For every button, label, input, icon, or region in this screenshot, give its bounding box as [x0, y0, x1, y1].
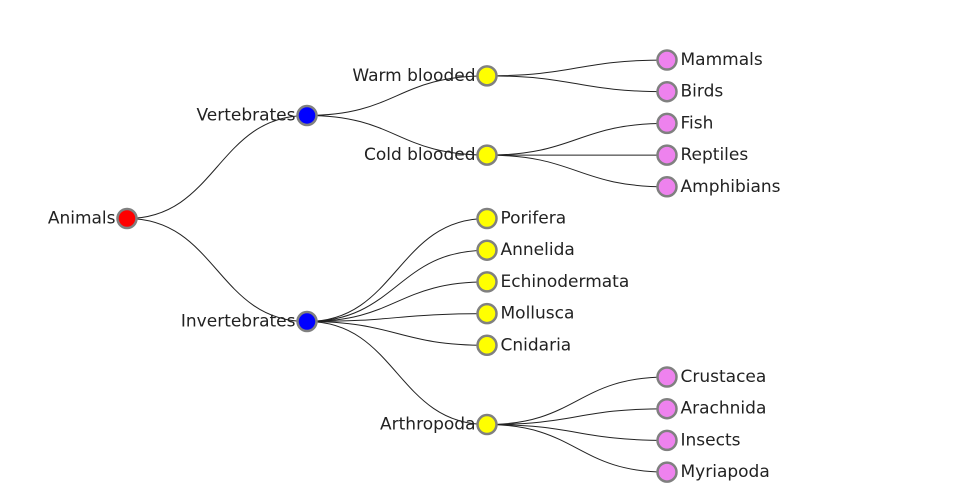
tree-links	[126, 59, 668, 473]
node-crustacea-marker[interactable]	[656, 366, 678, 388]
node-myriapoda[interactable]: Myriapoda	[656, 461, 770, 483]
node-annelida-marker[interactable]	[476, 239, 498, 261]
node-echinodermata[interactable]: Echinodermata	[476, 271, 630, 293]
node-porifera[interactable]: Porifera	[476, 207, 567, 230]
link-cold-blooded-to-amphibians	[486, 154, 668, 188]
node-mollusca[interactable]: Mollusca	[476, 302, 575, 325]
node-cold-blooded[interactable]: Cold blooded	[364, 144, 498, 166]
node-reptiles-label: Reptiles	[681, 145, 749, 165]
link-arthropoda-to-insects	[486, 424, 668, 441]
link-invertebrates-to-porifera	[306, 218, 488, 323]
node-animals[interactable]: Animals	[48, 207, 138, 230]
node-mammals-label: Mammals	[681, 50, 763, 70]
node-arthropoda[interactable]: Arthropoda	[380, 413, 498, 436]
node-crustacea[interactable]: Crustacea	[656, 366, 767, 388]
node-fish[interactable]: Fish	[656, 112, 714, 135]
node-annelida[interactable]: Annelida	[476, 239, 575, 261]
node-insects-label: Insects	[681, 430, 741, 450]
node-myriapoda-marker[interactable]	[656, 461, 678, 483]
node-reptiles[interactable]: Reptiles	[656, 144, 749, 166]
node-warm-blooded-label: Warm blooded	[352, 66, 475, 86]
link-arthropoda-to-arachnida	[486, 408, 668, 426]
link-invertebrates-to-arthropoda	[306, 321, 488, 426]
node-fish-marker[interactable]	[656, 112, 678, 135]
node-warm-blooded[interactable]: Warm blooded	[352, 65, 498, 87]
link-invertebrates-to-echinodermata	[306, 281, 488, 323]
node-cold-blooded-marker[interactable]	[476, 144, 498, 166]
link-vertebrates-to-cold-blooded	[306, 114, 488, 156]
node-reptiles-marker[interactable]	[656, 144, 678, 166]
node-invertebrates-label: Invertebrates	[181, 312, 296, 332]
node-animals-label: Animals	[48, 209, 116, 229]
node-fish-label: Fish	[681, 113, 714, 133]
tree-nodes: Animals Vertebrates Warm blooded MammalsBir…	[48, 49, 781, 483]
link-animals-to-invertebrates	[126, 218, 308, 323]
node-animals-marker[interactable]	[116, 207, 138, 230]
link-invertebrates-to-annelida	[306, 249, 488, 323]
node-invertebrates[interactable]: Invertebrates	[181, 310, 318, 333]
node-arachnida-marker[interactable]	[656, 397, 678, 420]
node-arachnida-label: Arachnida	[681, 399, 767, 419]
node-birds-marker[interactable]	[656, 80, 678, 103]
node-mollusca-label: Mollusca	[501, 304, 575, 324]
node-invertebrates-marker[interactable]	[296, 310, 318, 333]
node-amphibians-label: Amphibians	[681, 177, 781, 197]
node-vertebrates-label: Vertebrates	[196, 105, 295, 125]
node-porifera-marker[interactable]	[476, 207, 498, 230]
node-cold-blooded-label: Cold blooded	[364, 145, 476, 165]
node-arthropoda-marker[interactable]	[476, 413, 498, 436]
node-vertebrates[interactable]: Vertebrates	[196, 104, 318, 127]
node-echinodermata-label: Echinodermata	[501, 272, 630, 292]
node-mammals-marker[interactable]	[656, 49, 678, 71]
node-amphibians[interactable]: Amphibians	[656, 176, 781, 198]
node-birds[interactable]: Birds	[656, 80, 724, 103]
link-cold-blooded-to-fish	[486, 122, 668, 156]
link-arthropoda-to-myriapoda	[486, 424, 668, 473]
node-insects-marker[interactable]	[656, 429, 678, 452]
node-arthropoda-label: Arthropoda	[380, 415, 475, 435]
node-mammals[interactable]: Mammals	[656, 49, 763, 71]
node-annelida-label: Annelida	[501, 240, 575, 260]
node-cnidaria[interactable]: Cnidaria	[476, 334, 572, 357]
node-amphibians-marker[interactable]	[656, 176, 678, 198]
link-invertebrates-to-mollusca	[306, 313, 488, 323]
link-warm-blooded-to-mammals	[486, 59, 668, 77]
link-animals-to-vertebrates	[126, 114, 308, 219]
link-vertebrates-to-warm-blooded	[306, 75, 488, 116]
node-insects[interactable]: Insects	[656, 429, 741, 452]
link-arthropoda-to-crustacea	[486, 376, 668, 426]
node-crustacea-label: Crustacea	[681, 367, 767, 387]
node-birds-label: Birds	[681, 82, 724, 102]
node-porifera-label: Porifera	[501, 209, 567, 229]
node-warm-blooded-marker[interactable]	[476, 65, 498, 87]
node-mollusca-marker[interactable]	[476, 302, 498, 325]
node-myriapoda-label: Myriapoda	[681, 462, 770, 482]
node-cnidaria-marker[interactable]	[476, 334, 498, 357]
node-echinodermata-marker[interactable]	[476, 271, 498, 293]
node-vertebrates-marker[interactable]	[296, 104, 318, 127]
link-warm-blooded-to-birds	[486, 75, 668, 93]
node-cnidaria-label: Cnidaria	[501, 335, 572, 355]
node-arachnida[interactable]: Arachnida	[656, 397, 767, 420]
link-invertebrates-to-cnidaria	[306, 321, 488, 346]
